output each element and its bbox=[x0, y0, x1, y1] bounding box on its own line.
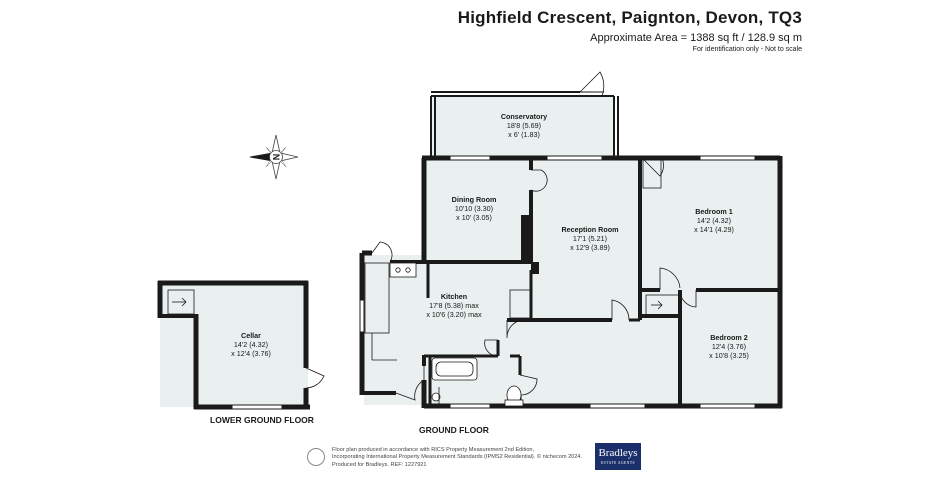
bradleys-logo: Bradleys ESTATE AGENTS bbox=[595, 443, 641, 470]
kitchen-name: Kitchen bbox=[441, 292, 467, 301]
bedroom-1-name: Bedroom 1 bbox=[695, 207, 733, 216]
conservatory-dim1: 18'8 (5.69) bbox=[507, 121, 541, 130]
compass-north-letter: N bbox=[272, 154, 282, 161]
room-label-conservatory: Conservatory 18'8 (5.69) x 6' (1.83) bbox=[501, 112, 547, 139]
logo-name: Bradleys bbox=[598, 447, 638, 459]
bedroom-2-name: Bedroom 2 bbox=[710, 333, 748, 342]
kitchen-dim2: x 10'6 (3.20) max bbox=[426, 310, 482, 319]
kitchen-dim1: 17'8 (5.38) max bbox=[429, 301, 479, 310]
cellar-name: Cellar bbox=[241, 331, 261, 340]
cellar-dim1: 14'2 (4.32) bbox=[234, 340, 268, 349]
identification-note: For identification only - Not to scale bbox=[692, 46, 802, 53]
bedroom-2-dim1: 12'4 (3.76) bbox=[712, 342, 746, 351]
conservatory-name: Conservatory bbox=[501, 112, 547, 121]
cellar-walls bbox=[157, 280, 325, 410]
reception-room-dim1: 17'1 (5.21) bbox=[573, 234, 607, 243]
room-label-kitchen: Kitchen 17'8 (5.38) max x 10'6 (3.20) ma… bbox=[426, 292, 482, 319]
room-label-bedroom-2: Bedroom 2 12'4 (3.76) x 10'8 (3.25) bbox=[709, 333, 749, 360]
footer-line-1: Floor plan produced in accordance with R… bbox=[332, 447, 535, 453]
doors bbox=[371, 157, 697, 401]
room-label-bedroom-1: Bedroom 1 14'2 (4.32) x 14'1 (4.29) bbox=[694, 207, 734, 234]
reception-room-dim2: x 12'9 (3.89) bbox=[570, 243, 610, 252]
rics-logo-icon bbox=[307, 448, 325, 466]
approximate-area: Approximate Area = 1388 sq ft / 128.9 sq… bbox=[590, 32, 802, 44]
footer-line-2: Incorporating International Property Mea… bbox=[332, 454, 583, 461]
dining-room-dim1: 10'10 (3.30) bbox=[455, 204, 493, 213]
dining-room-name: Dining Room bbox=[452, 195, 497, 204]
windows bbox=[359, 155, 756, 409]
footer-note: Floor plan produced in accordance with R… bbox=[332, 447, 582, 469]
conservatory bbox=[430, 71, 619, 157]
bedroom-1-dim1: 14'2 (4.32) bbox=[697, 216, 731, 225]
compass-rose-icon: N bbox=[249, 134, 299, 180]
room-label-cellar: Cellar 14'2 (4.32) x 12'4 (3.76) bbox=[231, 331, 271, 358]
bedroom-2-dim2: x 10'8 (3.25) bbox=[709, 351, 749, 360]
reception-room-name: Reception Room bbox=[561, 225, 618, 234]
basin-icon bbox=[431, 392, 441, 402]
footer-line-3: Produced for Bradleys. REF: 1227921 bbox=[332, 461, 427, 468]
room-label-dining-room: Dining Room 10'10 (3.30) x 10' (3.05) bbox=[452, 195, 497, 222]
landing-cupboard bbox=[645, 294, 681, 316]
bedroom-1-dim2: x 14'1 (4.29) bbox=[694, 225, 734, 234]
page-title: Highfield Crescent, Paignton, Devon, TQ3 bbox=[457, 8, 802, 27]
dining-room-dim2: x 10' (3.05) bbox=[456, 213, 492, 222]
ground-floor-label: GROUND FLOOR bbox=[419, 425, 489, 435]
conservatory-dim2: x 6' (1.83) bbox=[508, 130, 540, 139]
cupboard bbox=[509, 289, 531, 319]
cellar-dim2: x 12'4 (3.76) bbox=[231, 349, 271, 358]
room-label-reception-room: Reception Room 17'1 (5.21) x 12'9 (3.89) bbox=[561, 225, 618, 252]
bathtub-icon bbox=[431, 357, 478, 381]
lower-ground-floor-label: LOWER GROUND FLOOR bbox=[210, 415, 314, 425]
logo-tagline: ESTATE AGENTS bbox=[600, 461, 636, 465]
fixtures bbox=[364, 159, 681, 407]
